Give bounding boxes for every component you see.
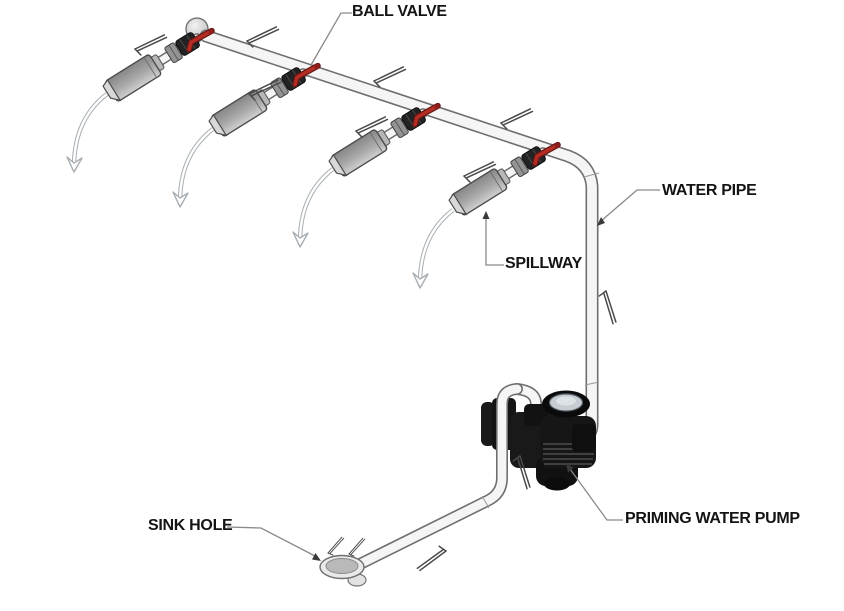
label-water-pipe: WATER PIPE (662, 182, 757, 199)
label-ball-valve: BALL VALVE (352, 3, 447, 20)
flow-arrow (371, 65, 409, 89)
drain-pipe (346, 383, 523, 574)
water-jet-3 (292, 167, 335, 248)
water-jet-1 (66, 92, 109, 173)
leader-spillway (485, 216, 504, 266)
flow-arrow (498, 107, 536, 131)
sink-hole-flange (319, 554, 367, 587)
inflow-arrow-left (325, 536, 348, 558)
inflow-arrow-right (346, 537, 369, 559)
water-jet-4 (412, 208, 455, 289)
leader-water-pipe (600, 189, 660, 222)
strainer-lid (542, 390, 590, 418)
leader-priming-pump (569, 468, 623, 521)
flow-arrows (132, 25, 617, 572)
water-jet-2 (172, 127, 215, 208)
leader-lines (226, 12, 660, 561)
leader-ball-valve (310, 12, 352, 66)
label-spillway: SPILLWAY (505, 255, 583, 272)
flow-arrow (244, 25, 282, 49)
leader-sink-hole (226, 526, 316, 557)
label-priming-water-pump: PRIMING WATER PUMP (625, 510, 800, 527)
flow-arrow (132, 33, 170, 57)
flow-arrow-up-riser (597, 289, 617, 327)
priming-water-pump (481, 390, 596, 491)
label-sink-hole: SINK HOLE (148, 517, 233, 534)
flow-arrow-drain (412, 543, 449, 572)
